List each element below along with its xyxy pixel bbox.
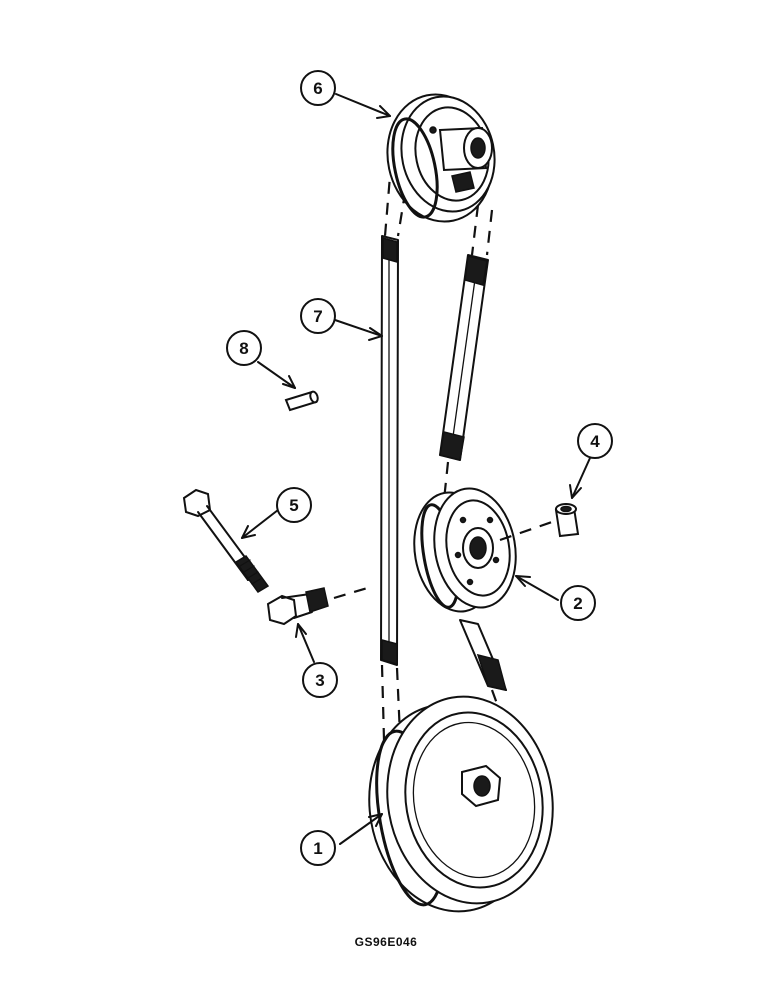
callout-8: 8 — [226, 330, 262, 366]
top-pulley-part-6 — [386, 93, 496, 223]
callout-3-label: 3 — [315, 671, 324, 690]
callout-1: 1 — [300, 830, 336, 866]
callout-7: 7 — [300, 298, 336, 334]
idler-pulley-part-2 — [413, 487, 517, 613]
callout-5-label: 5 — [289, 496, 298, 515]
callout-2: 2 — [560, 585, 596, 621]
spacer-part-4 — [499, 503, 580, 542]
stud-part-3 — [266, 584, 375, 626]
callout-6-label: 6 — [313, 79, 322, 98]
callout-1-label: 1 — [313, 839, 322, 858]
bolt-part-5 — [182, 488, 270, 593]
callout-leaders — [241, 93, 591, 845]
callout-8-label: 8 — [239, 339, 248, 358]
callout-5: 5 — [276, 487, 312, 523]
callout-2-label: 2 — [573, 594, 582, 613]
callout-4-label: 4 — [590, 432, 600, 451]
bottom-pulley-part-1 — [368, 695, 554, 913]
callout-4: 4 — [577, 423, 613, 459]
figure-id: GS96E046 — [355, 935, 418, 949]
callout-7-label: 7 — [313, 307, 322, 326]
belt-part-7 — [380, 139, 508, 741]
callout-3: 3 — [302, 662, 338, 698]
pin-part-8 — [284, 390, 319, 412]
callout-6: 6 — [300, 70, 336, 106]
